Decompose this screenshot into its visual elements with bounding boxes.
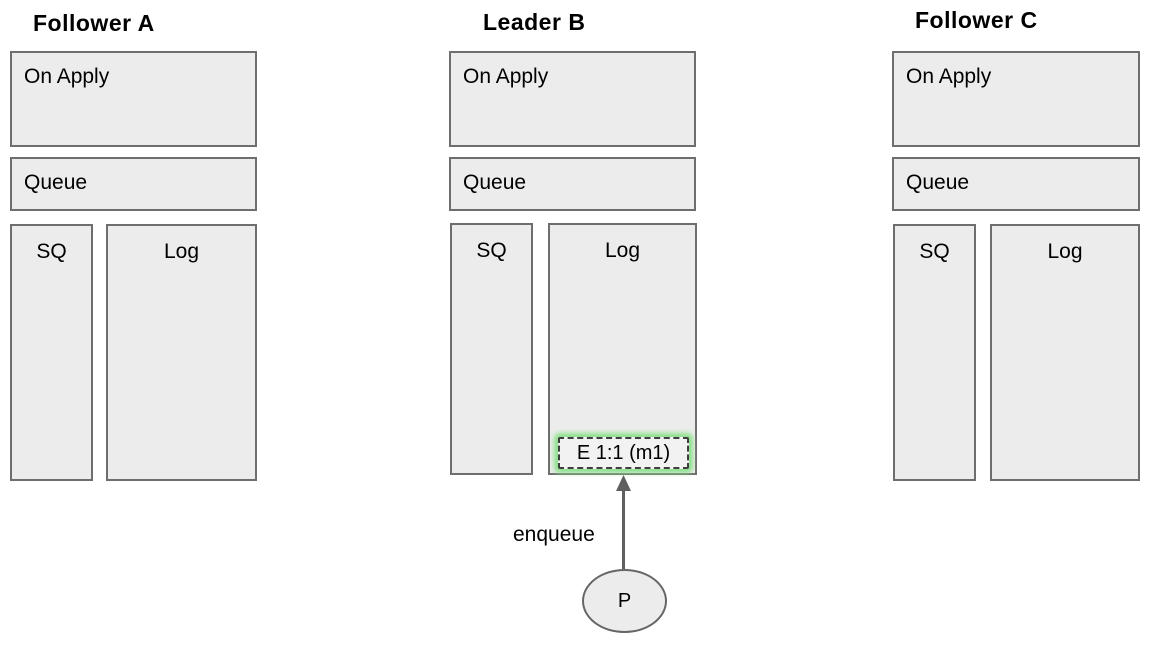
log-entry-e1-1-m1: E 1:1 (m1) (558, 437, 689, 469)
producer-node: P (582, 569, 667, 633)
follower-c-log-box: Log (990, 224, 1140, 481)
log-label: Log (1047, 240, 1083, 263)
on-apply-label: On Apply (906, 65, 992, 88)
queue-label: Queue (906, 171, 970, 194)
leader-b-on-apply-box: On Apply (449, 51, 696, 147)
leader-b-queue-box: Queue (449, 157, 696, 211)
on-apply-label: On Apply (24, 65, 110, 88)
follower-a-log-box: Log (106, 224, 257, 481)
leader-b-sq-box: SQ (450, 223, 533, 475)
leader-b-log-box: Log E 1:1 (m1) (548, 223, 697, 475)
log-label: Log (604, 239, 641, 262)
enqueue-arrowhead-icon (616, 475, 631, 491)
sq-label: SQ (476, 239, 507, 262)
enqueue-arrow-label: enqueue (513, 523, 595, 546)
follower-c-on-apply-box: On Apply (892, 51, 1140, 147)
queue-label: Queue (463, 171, 527, 194)
producer-label: P (617, 589, 632, 612)
follower-a-on-apply-box: On Apply (10, 51, 257, 147)
sq-label: SQ (36, 240, 67, 263)
on-apply-label: On Apply (463, 65, 549, 88)
log-label: Log (163, 240, 200, 263)
follower-a-sq-box: SQ (10, 224, 93, 481)
sq-label: SQ (919, 240, 950, 263)
node-title-leader-b: Leader B (483, 9, 586, 35)
queue-label: Queue (24, 171, 88, 194)
node-title-follower-a: Follower A (33, 10, 155, 36)
node-title-follower-c: Follower C (915, 7, 1038, 33)
follower-c-sq-box: SQ (893, 224, 976, 481)
follower-a-queue-box: Queue (10, 157, 257, 211)
follower-c-queue-box: Queue (892, 157, 1140, 211)
